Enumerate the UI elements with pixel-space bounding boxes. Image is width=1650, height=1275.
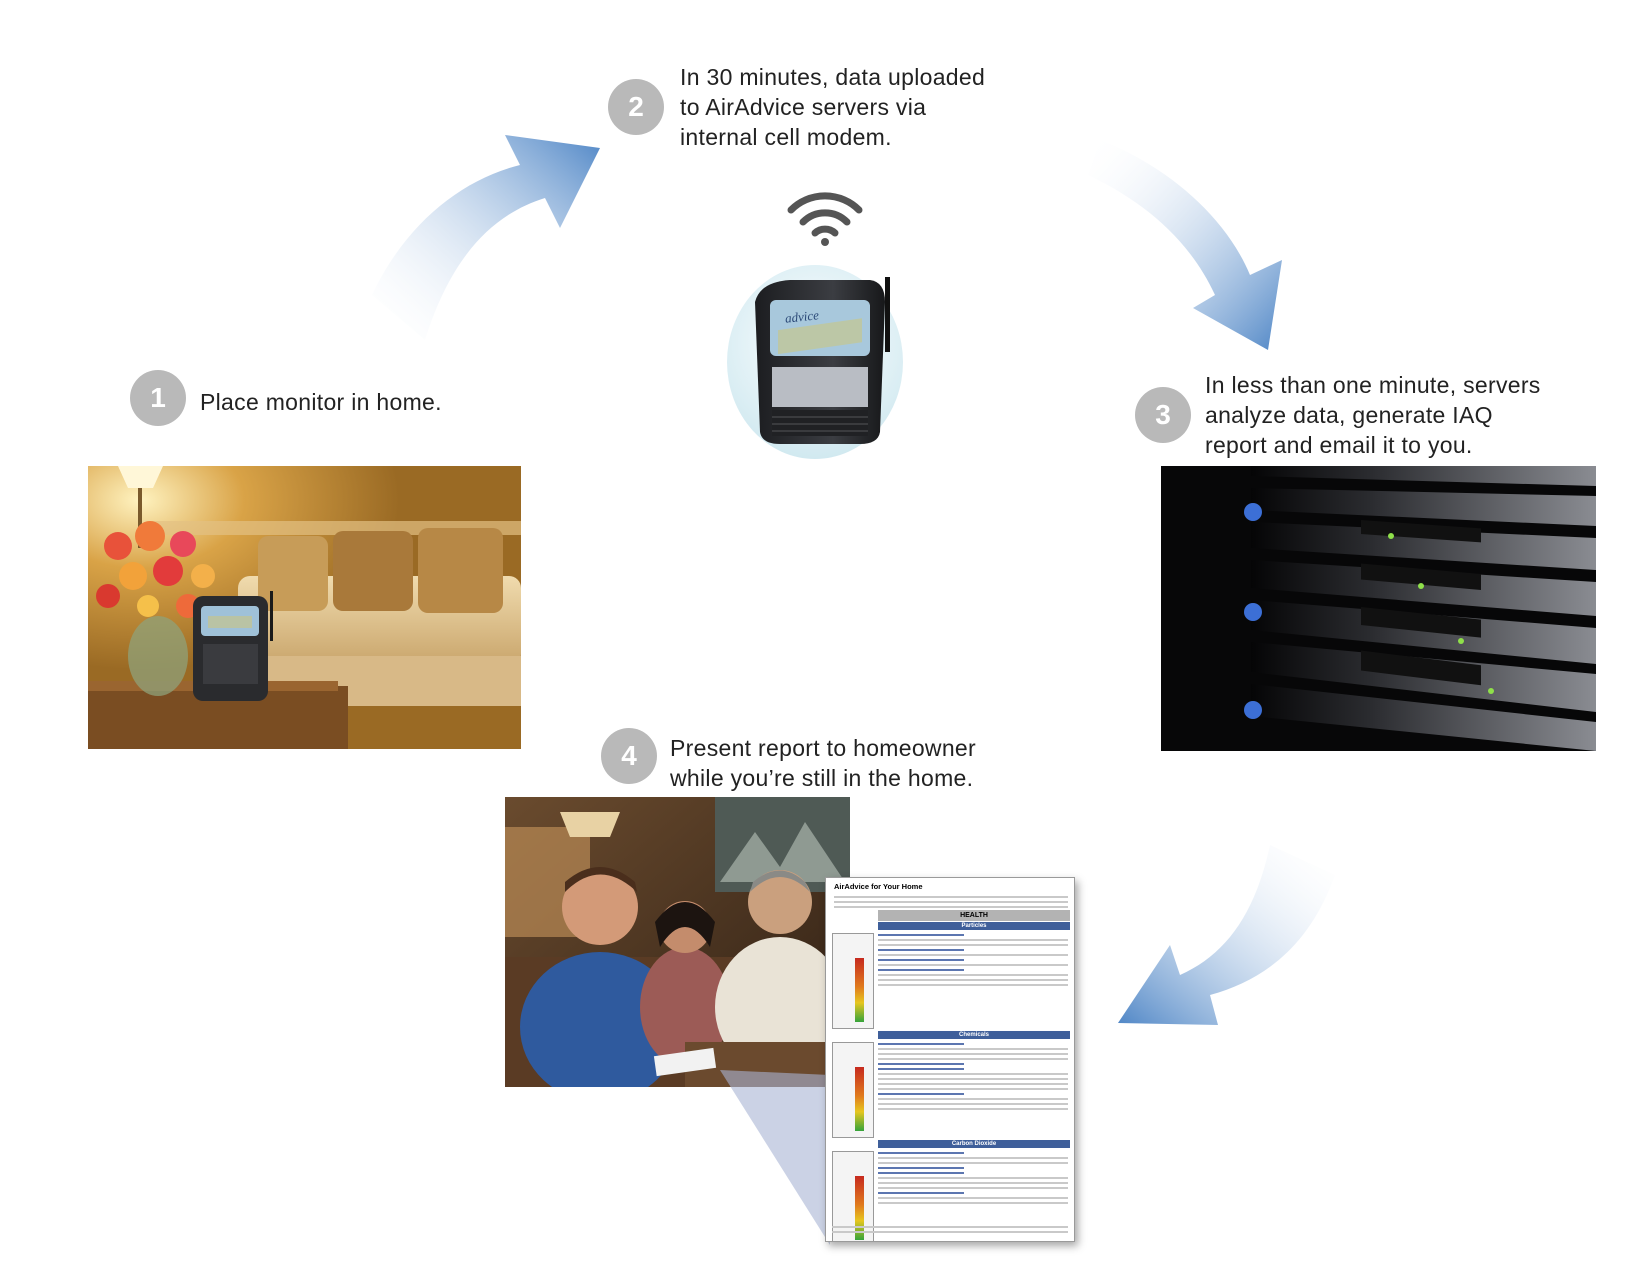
living-room-photo bbox=[88, 466, 521, 749]
report-section-chemicals: Chemicals bbox=[878, 1031, 1070, 1039]
step-3-text: In less than one minute, servers analyze… bbox=[1205, 372, 1541, 458]
report-title: AirAdvice for Your Home bbox=[834, 882, 923, 891]
step-1-badge: 1 bbox=[130, 370, 186, 426]
chemicals-text bbox=[878, 1043, 1068, 1113]
wifi-icon bbox=[787, 192, 863, 246]
carbon-dioxide-text bbox=[878, 1152, 1068, 1207]
airadvice-monitor-image bbox=[755, 277, 890, 444]
report-beam bbox=[720, 1070, 830, 1245]
arrow-3-to-4 bbox=[1118, 845, 1335, 1025]
iaq-report-document: AirAdvice for Your Home HEALTH Particles… bbox=[825, 877, 1075, 1242]
particles-text bbox=[878, 934, 1068, 989]
arrow-1-to-2 bbox=[372, 135, 600, 340]
report-intro bbox=[881, 896, 1068, 911]
report-section-carbon-dioxide: Carbon Dioxide bbox=[878, 1140, 1070, 1148]
server-rack-photo bbox=[1161, 466, 1596, 751]
particles-meter bbox=[832, 933, 874, 1029]
report-footnotes bbox=[832, 1226, 1068, 1236]
step-4-text: Present report to homeowner while you’re… bbox=[670, 735, 976, 791]
step-2-badge: 2 bbox=[608, 79, 664, 135]
step-3-badge: 3 bbox=[1135, 387, 1191, 443]
report-section-particles: Particles bbox=[878, 922, 1070, 930]
homeowner-meeting-photo bbox=[505, 797, 850, 1087]
arrow-2-to-3 bbox=[1088, 140, 1282, 350]
chemicals-meter bbox=[832, 1042, 874, 1138]
report-health-band: HEALTH bbox=[878, 910, 1070, 921]
step-1-text: Place monitor in home. bbox=[200, 389, 442, 415]
step-2-text: In 30 minutes, data uploaded to AirAdvic… bbox=[680, 64, 986, 150]
step-4-badge: 4 bbox=[601, 728, 657, 784]
